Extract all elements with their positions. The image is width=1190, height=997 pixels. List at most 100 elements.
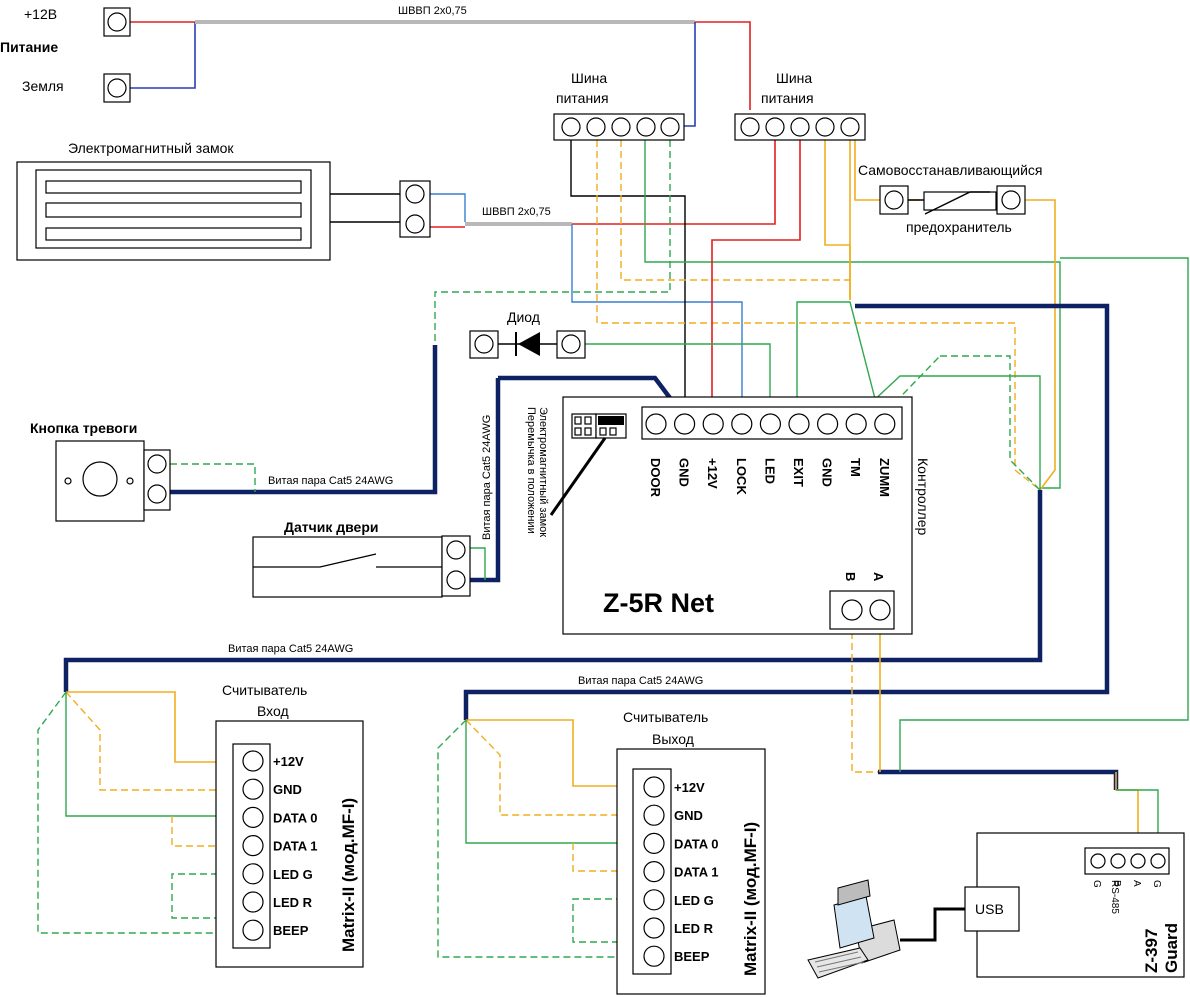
reader_entry-pin-6-screw [242, 891, 264, 913]
alarm-cable-label: Витая пара Cat5 24AWG [268, 475, 393, 487]
usb-port [964, 886, 1020, 932]
svg-text:G: G [1091, 880, 1102, 888]
reader_exit-pin-4-label: DATA 1 [674, 865, 719, 880]
controller-pin-5-screw [759, 413, 782, 435]
reader_entry-pin-7-label: BEEP [273, 923, 309, 938]
door-cable-label: Витая пара Cat5 24AWG [481, 415, 493, 540]
alarm-button: Кнопка тревоги Витая пара Cat5 24AWG [30, 420, 393, 522]
controller-pin-4-screw [731, 413, 753, 435]
reader_exit-pin-4-screw [643, 860, 665, 883]
reader-exit-model: Matrix-II (мод.MF-I) [741, 822, 760, 976]
controller-pin-2-label: GND [677, 458, 692, 487]
reader_entry-pin-5-label: LED G [273, 867, 313, 882]
reader-entry-pins: +12V GND DATA 0 DATA 1 LED G LED R BEEP [242, 750, 318, 941]
converter-rs485-label: RS-485 [1109, 880, 1120, 914]
reader_exit-pin-5-screw [643, 889, 665, 911]
reader-entry: Считыватель Вход +12V GND DATA 0 DATA 1 LED … [215, 682, 364, 968]
computer-icon [807, 879, 901, 979]
door-sensor-title: Датчик двери [284, 519, 379, 535]
wires [37, 20, 1189, 958]
fuse-resistor [923, 191, 997, 211]
reader-entry-title-line1: Считыватель [222, 682, 307, 698]
reader-entry-title-line2: Вход [257, 703, 289, 719]
reader_exit-pin-3-label: DATA 0 [674, 836, 719, 851]
controller-pin-3-screw [702, 413, 724, 435]
controller-pin-5-label: LED [762, 458, 777, 484]
reader_entry-pin-2-label: GND [273, 782, 302, 797]
power-bus-right: Шина питания [734, 70, 866, 141]
rs485-pin-b: B [843, 572, 858, 581]
controller: Перемычка в положении Электромагнитный з… [525, 396, 931, 635]
reader_entry-pin-7-screw [242, 919, 264, 941]
power-cable-label: ШВВП 2х0,75 [398, 5, 467, 17]
controller-pin-3-label: +12V [705, 458, 720, 489]
controller-pin-1-label: DOOR [648, 458, 663, 498]
controller-pin-2-screw [673, 413, 696, 435]
controller-pin-9-label: ZUMM [877, 458, 892, 497]
plus12-label: +12В [24, 6, 57, 22]
reader_exit-pin-1-screw [643, 776, 665, 798]
usb-label: USB [975, 901, 1004, 917]
converter: G B A G RS-485 Z-397 Guard USB [964, 832, 1185, 978]
reader-exit-title-line2: Выход [652, 731, 694, 747]
reader_exit-pin-5-label: LED G [674, 893, 714, 908]
reader-exit-pins: +12V GND DATA 0 DATA 1 LED G LED R BEEP [643, 776, 719, 967]
reader_entry-pin-5-screw [242, 863, 264, 885]
converter-model-line1: Z-397 [1142, 929, 1161, 973]
svg-text:A: A [1131, 880, 1142, 887]
bus-right-label-line2: питания [761, 90, 814, 106]
reader_entry-pin-3-label: DATA 0 [273, 810, 318, 825]
jumper-label-line1: Перемычка в положении [525, 407, 537, 534]
power-supply: +12В Питание Земля ШВВП 2х0,75 [0, 5, 467, 103]
diode-symbol-icon [518, 332, 540, 356]
cat5-entry-label: Витая пара Cat5 24AWG [228, 643, 353, 655]
ground-label: Земля [22, 78, 64, 94]
lock-title: Электромагнитный замок [68, 140, 234, 156]
controller-pin-8-screw [845, 413, 867, 435]
diode-label: Диод [507, 309, 540, 325]
controller-pin-6-screw [788, 413, 810, 435]
reader-exit: Считыватель Выход +12V GND DATA 0 DATA 1 LED… [616, 709, 766, 995]
controller-pin-6-label: EXIT [791, 458, 806, 487]
controller-pin-1-screw [645, 413, 667, 435]
reader-entry-terminal-block [232, 743, 271, 949]
reader_entry-pin-4-label: DATA 1 [273, 839, 318, 854]
power-title: Питание [0, 39, 58, 55]
rs485-pin-a: A [871, 572, 886, 582]
ground-terminal-screw-icon [107, 78, 127, 98]
reader_entry-pin-2-screw [242, 778, 264, 800]
controller-pin-7-screw [816, 413, 839, 435]
controller-model: Z-5R Net [603, 588, 714, 618]
bus-left-label-line2: питания [556, 90, 609, 106]
alarm-button-knob-icon [82, 461, 118, 497]
reader_entry-pin-6-label: LED R [273, 895, 313, 910]
svg-text:B: B [1111, 880, 1122, 887]
reader_exit-pin-1-label: +12V [674, 780, 705, 795]
controller-pin-9-screw [874, 413, 896, 435]
reader_entry-pin-1-screw [242, 750, 264, 772]
reader_exit-pin-6-screw [643, 917, 665, 939]
lock-cable-label: ШВВП 2х0,75 [482, 206, 551, 218]
reader_exit-pin-2-screw [643, 804, 665, 826]
plus12-terminal-screw-icon [107, 12, 127, 32]
bus-right-label-line1: Шина [776, 70, 812, 86]
reader-exit-title-line1: Считыватель [623, 709, 708, 725]
reader_exit-pin-7-label: BEEP [674, 949, 710, 964]
jumper-label-line2: Электромагнитный замок [537, 407, 549, 537]
reader_entry-pin-4-screw [242, 834, 264, 857]
svg-text:G: G [1151, 880, 1162, 888]
alarm-button-title: Кнопка тревоги [30, 420, 137, 436]
power-bus-left: Шина питания [553, 70, 685, 141]
reader_exit-pin-6-label: LED R [674, 921, 714, 936]
controller-pin-7-label: GND [820, 458, 835, 487]
fuse: Самовосстанавливающийся предохранитель [858, 162, 1043, 235]
fuse-label-top: Самовосстанавливающийся [858, 162, 1043, 178]
door-sensor: Датчик двери Витая пара Cat5 24AWG [252, 415, 493, 598]
reader_entry-pin-1-label: +12V [273, 754, 304, 769]
reader_exit-pin-2-label: GND [674, 808, 703, 823]
electromagnetic-lock: Электромагнитный замок ШВВП 2х0,75 [16, 140, 551, 261]
controller-pin-8-label: TM [848, 458, 863, 477]
reader_exit-pin-7-screw [643, 945, 665, 967]
diode: Диод [469, 309, 586, 359]
